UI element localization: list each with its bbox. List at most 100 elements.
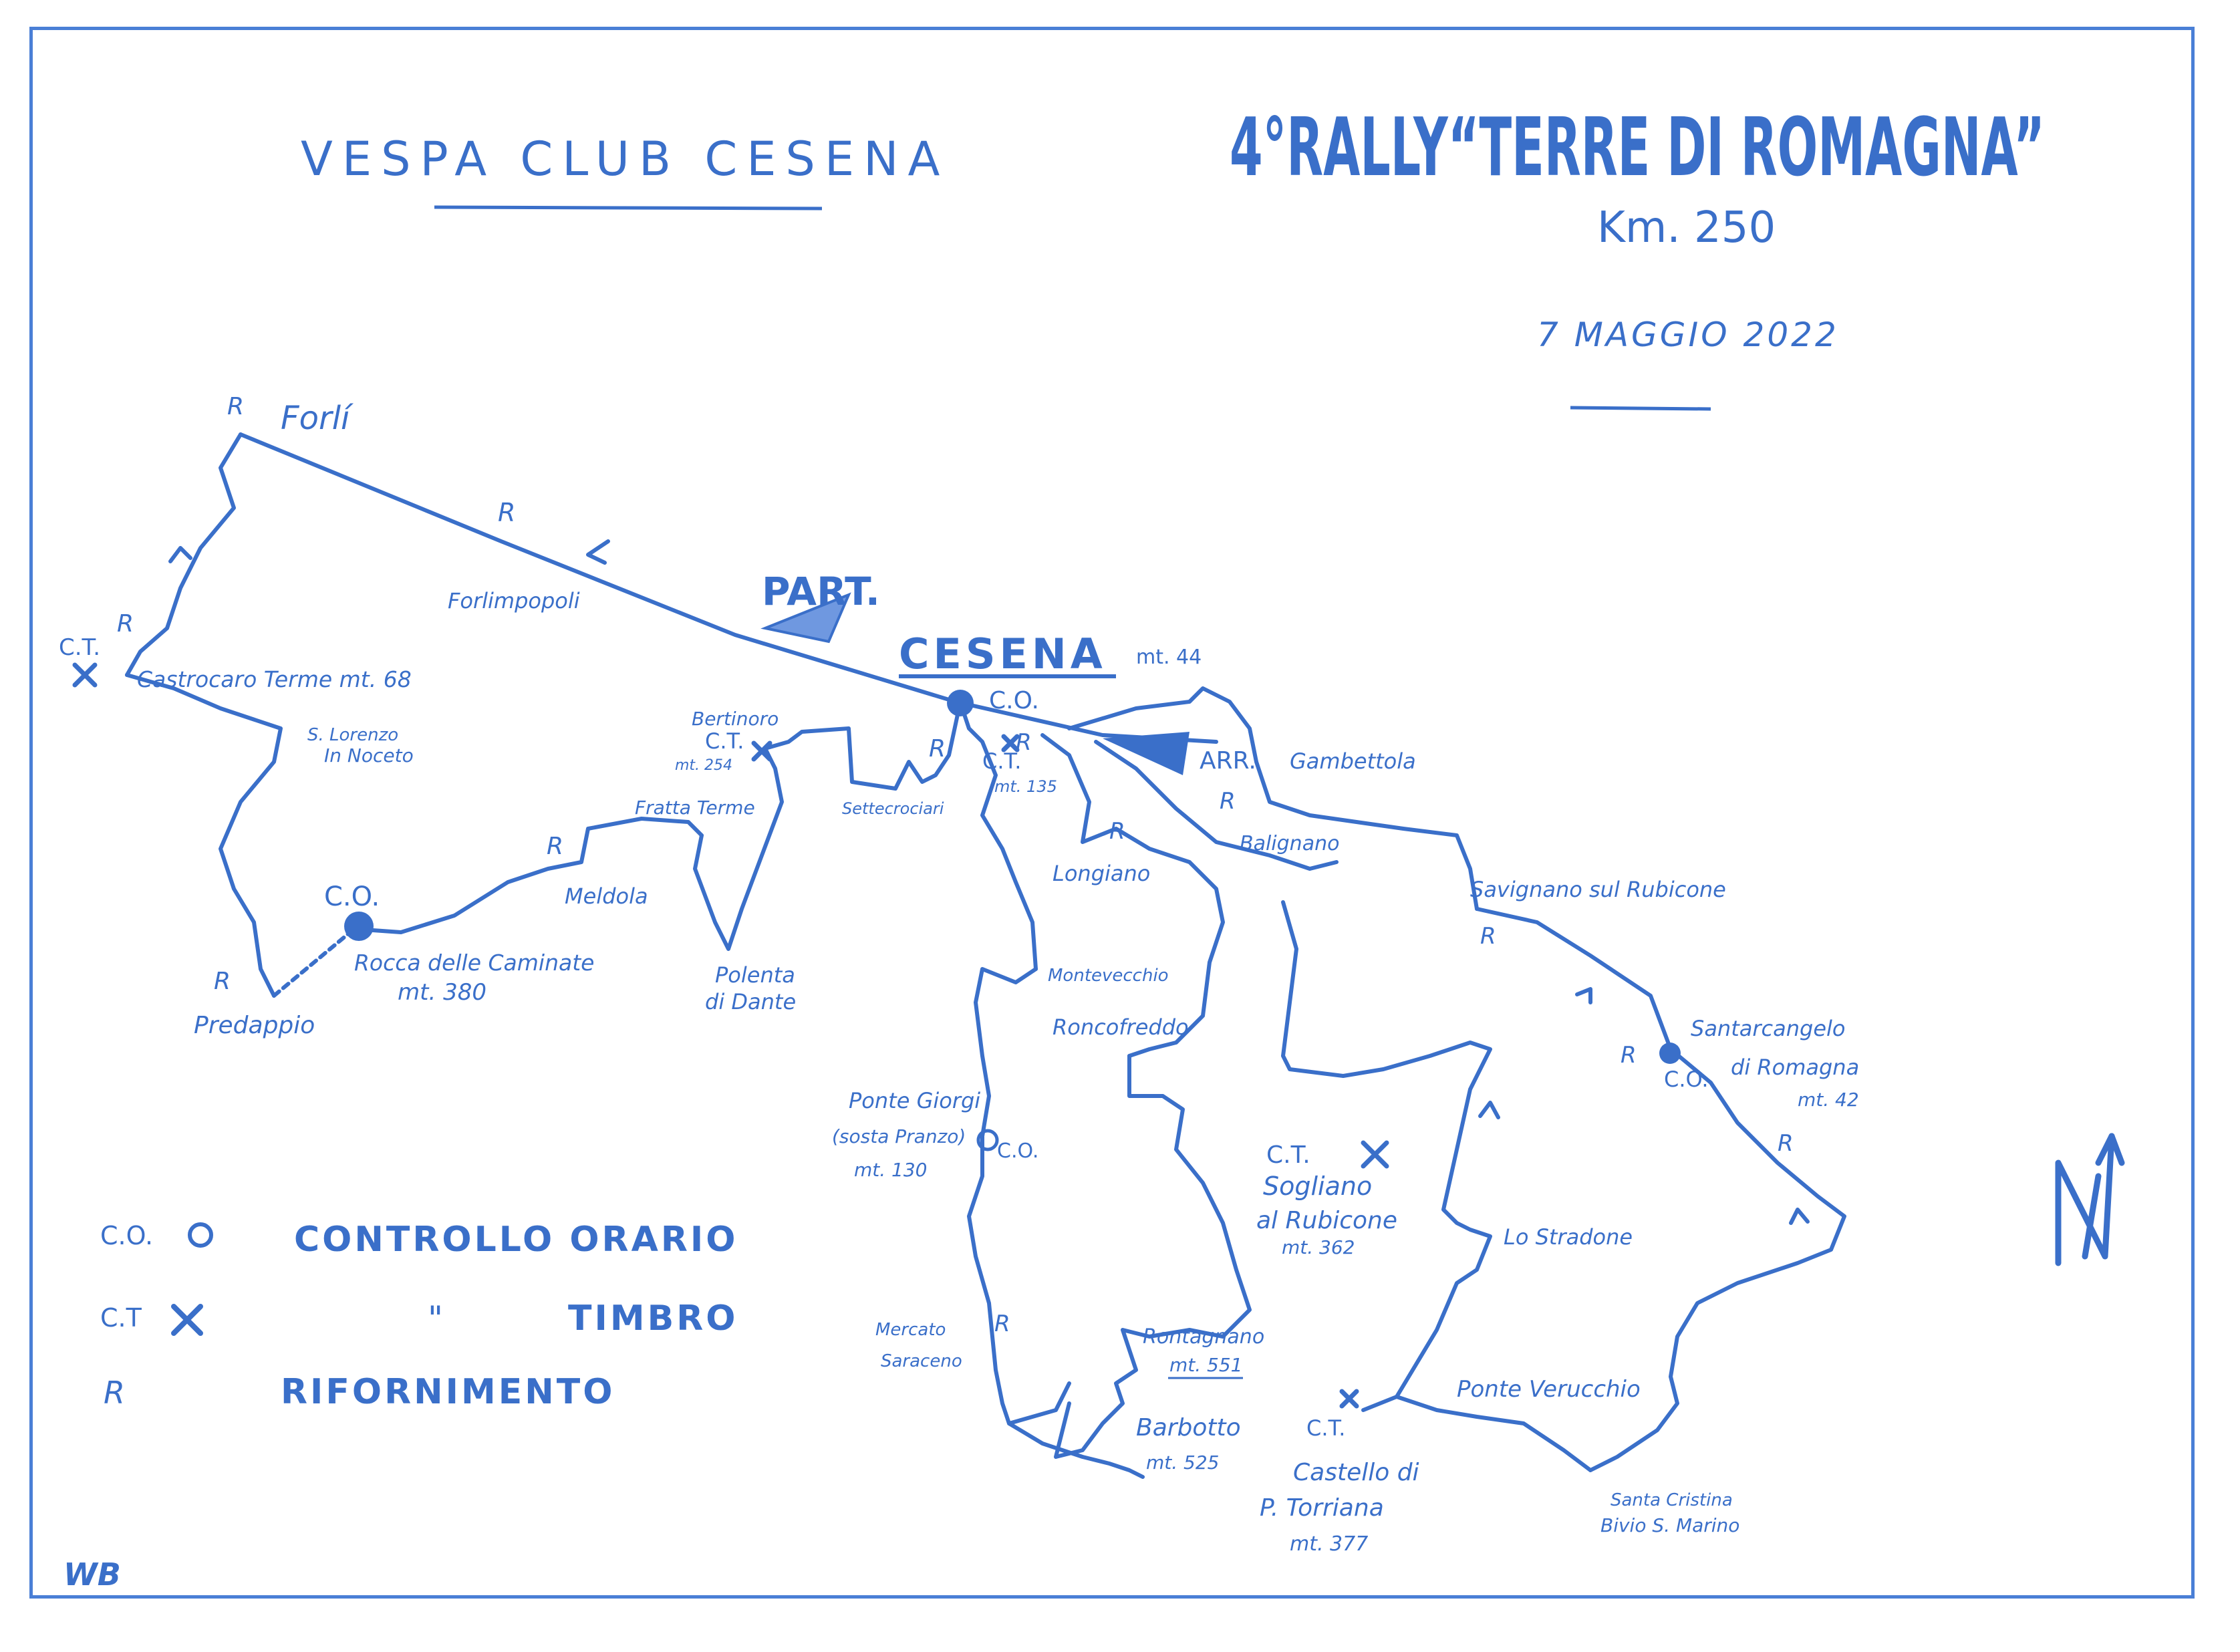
label-rocca-2: mt. 380 (398, 979, 486, 1006)
route-lines (125, 432, 1846, 1479)
r-balignano: R (1220, 788, 1236, 815)
legend-r-key: R (104, 1375, 125, 1411)
r-castrocaro: R (117, 610, 134, 638)
co-label-cesena: C.O. (989, 687, 1039, 714)
co-label-rocca: C.O. (324, 881, 380, 912)
route-cesena-savignano (1067, 686, 1479, 911)
route-sogliano-loop (1281, 900, 1492, 1399)
route-cesena-longiano (960, 706, 1038, 971)
start-flag-icon (760, 592, 851, 644)
arrow-3 (1478, 1101, 1500, 1119)
route-via-emilia (239, 432, 1218, 744)
signature: WB (63, 1556, 121, 1593)
label-santarcangelo-1: Santarcangelo (1691, 1016, 1845, 1041)
route-mercato-barbotto (1007, 1421, 1145, 1479)
route-predappio-rocca (272, 927, 356, 998)
label-cesena-alt: mt. 44 (1136, 646, 1202, 669)
label-mercato-1: Mercato (875, 1320, 946, 1340)
legend-ditto: " (428, 1299, 443, 1338)
ct-cross-sogliano (1361, 1140, 1389, 1169)
label-part: PART. (762, 569, 880, 614)
label-barbotto-2: mt. 525 (1146, 1452, 1220, 1474)
label-ponte-giorgi-1: Ponte Giorgi (849, 1088, 980, 1113)
label-rocca-1: Rocca delle Caminate (354, 950, 594, 976)
legend-co-dot-icon (188, 1222, 213, 1248)
ct-cross-torriana (1339, 1389, 1359, 1409)
north-label: N (2138, 1323, 2139, 1324)
label-cesena: CESENA (899, 630, 1107, 678)
route-roncofreddo-barbotto (1054, 1054, 1252, 1459)
label-roncofreddo: Roncofreddo (1053, 1014, 1189, 1040)
legend-ct-key: C.T (100, 1303, 142, 1333)
label-bertinoro: Bertinoro (692, 708, 779, 730)
legend: C.O. CONTROLLO ORARIO C.T " TIMBRO R RIF… (100, 1220, 738, 1412)
ct-label-castrocaro: C.T. (59, 634, 100, 661)
label-forlimpopoli: Forlimpopoli (448, 588, 580, 613)
co-dot-ponte-giorgi (976, 1129, 999, 1151)
rally-date: 7 MAGGIO 2022 (1537, 315, 1839, 354)
label-castrocaro: Castrocaro Terme mt. 68 (137, 666, 412, 692)
label-s-lorenzo-1: S. Lorenzo (307, 725, 398, 745)
label-sogliano-3: mt. 362 (1282, 1236, 1355, 1258)
label-savignano: Savignano sul Rubicone (1470, 877, 1726, 902)
route-fratta-polenta (693, 746, 784, 951)
route-balignano (1094, 740, 1339, 871)
label-balignano: Balignano (1240, 832, 1339, 855)
label-rontagnano-1: Rontagnano (1143, 1325, 1264, 1349)
route-verucchio-santacristina (1395, 1395, 1592, 1472)
label-ponte-giorgi-3: mt. 130 (854, 1159, 928, 1181)
label-castello-2: P. Torriana (1260, 1494, 1384, 1522)
route-longiano-loop (1040, 733, 1225, 1058)
label-barbotto-1: Barbotto (1136, 1414, 1241, 1441)
ct-cross-135 (1001, 734, 1020, 752)
date-underline (1570, 406, 1711, 411)
place-labels: Forlí Forlimpopoli Castrocaro Terme mt. … (137, 400, 1859, 1556)
arrival-flag-icon (1103, 732, 1189, 775)
label-polenta-1: Polenta (715, 962, 795, 988)
r-settecrociari: R (929, 735, 946, 763)
label-castello-1: Castello di (1293, 1459, 1419, 1486)
ct-cross-bertinoro (751, 740, 773, 762)
route-rocca-meldola (352, 817, 704, 934)
marker-labels: C.O. C.O. C.O. C.O. C.T. C.T. C.T. C.T. … (59, 393, 1794, 1441)
arrow-5 (1789, 1208, 1810, 1225)
label-settecrociari: Settecrociari (842, 799, 944, 818)
label-santa-cristina-1: Santa Cristina (1611, 1490, 1733, 1510)
legend-ct-cross-icon (171, 1304, 203, 1336)
label-santa-cristina-2: Bivio S. Marino (1600, 1514, 1739, 1536)
arrow-2 (586, 539, 610, 565)
route-forli-castrocaro (125, 432, 243, 677)
ct-cross-castrocaro (72, 662, 98, 688)
legend-r-text: RIFORNIMENTO (281, 1372, 615, 1412)
rally-distance: Km. 250 (1597, 203, 1776, 253)
label-santarcangelo-3: mt. 42 (1798, 1089, 1859, 1111)
label-s-lorenzo-2: In Noceto (324, 744, 414, 767)
label-castello-3: mt. 377 (1290, 1532, 1368, 1556)
r-east: R (1778, 1130, 1794, 1157)
r-meldola: R (547, 833, 563, 860)
route-savignano-santarcangelo (1475, 907, 1846, 1472)
r-predappio: R (214, 968, 231, 995)
label-montevecchio: Montevecchio (1048, 966, 1169, 986)
label-sogliano-1: Sogliano (1263, 1172, 1372, 1201)
route-castrocaro-predappio (125, 673, 283, 998)
r-via-emilia: R (498, 498, 515, 527)
label-bertinoro-alt: mt. 254 (675, 757, 732, 774)
ct-label-bertinoro: C.T. (705, 728, 744, 754)
label-gambettola: Gambettola (1290, 748, 1416, 774)
legend-co-text: CONTROLLO ORARIO (294, 1220, 738, 1260)
ct-label-135: C.T. (982, 748, 1021, 774)
label-ponte-giorgi-2: (sosta Pranzo) (832, 1125, 966, 1147)
route-montevecchio-mercato (967, 967, 1071, 1425)
label-ct-135: mt. 135 (994, 777, 1057, 796)
co-dot-rocca (344, 912, 374, 941)
route-bertinoro-cesena (763, 706, 961, 791)
label-ponte-verucchio: Ponte Verucchio (1457, 1376, 1641, 1403)
r-ct-135: R (1016, 729, 1032, 756)
ct-crosses (72, 662, 1389, 1409)
r-longiano: R (1109, 818, 1125, 845)
label-santarcangelo-2: di Romagna (1731, 1055, 1859, 1080)
arrow-4 (1575, 987, 1592, 1004)
